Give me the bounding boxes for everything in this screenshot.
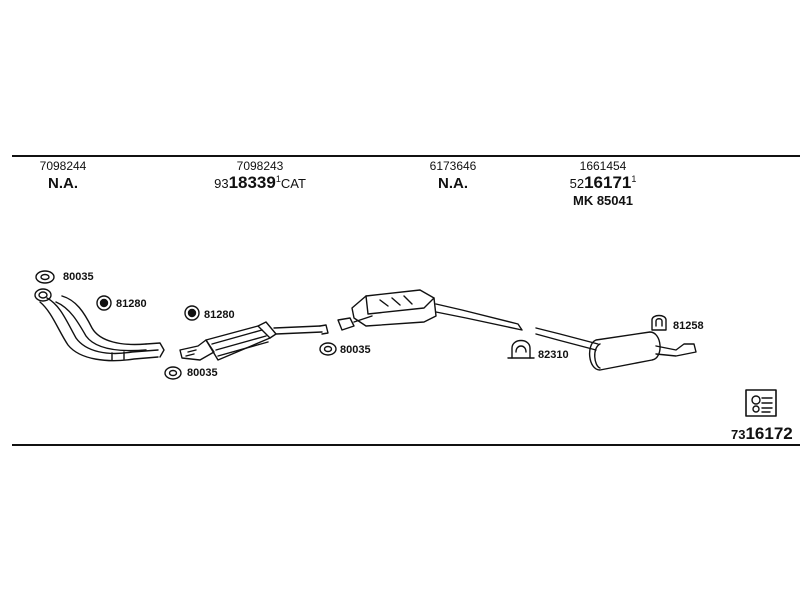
part-number: 1661454 — [579, 159, 627, 173]
fitting-label: 80035 — [340, 344, 371, 356]
gasket-icon — [35, 270, 55, 284]
top-rule — [12, 155, 800, 157]
fitting-label: 80035 — [63, 271, 94, 283]
part-status: N.A. — [48, 174, 78, 192]
fitting-label: 81280 — [204, 309, 235, 321]
part-header-rear-silencer: 1661454 52161711 MK 85041 — [548, 160, 658, 208]
rubber-mount-icon — [651, 314, 667, 331]
bottom-rule — [12, 444, 800, 446]
rubber-mount-icon — [96, 295, 112, 311]
fitting-label: 81280 — [116, 298, 147, 310]
front-pipe-icon — [34, 288, 165, 362]
brand-logo-icon — [745, 389, 777, 417]
part-number: 7098244 — [39, 159, 87, 173]
part-header-middle-silencer: 6173646 N.A. — [418, 160, 488, 191]
part-header-catalyst: 7098243 93183391CAT — [200, 160, 320, 191]
catalyst-icon — [179, 321, 329, 361]
part-header-front-pipe: 7098244 N.A. — [28, 160, 98, 191]
document-number: 7316172 — [731, 424, 793, 443]
rear-silencer-icon — [535, 327, 697, 371]
clamp-icon — [507, 339, 535, 359]
gasket-icon — [319, 342, 337, 356]
fitting-label: 82310 — [538, 349, 569, 361]
part-code: 93183391CAT — [214, 172, 306, 192]
fitting-label: 80035 — [187, 367, 218, 379]
part-number: 7098243 — [236, 159, 284, 173]
part-number: 6173646 — [429, 159, 477, 173]
part-code: 52161711 — [569, 172, 637, 192]
fitting-label: 81258 — [673, 320, 704, 332]
gasket-icon — [164, 366, 182, 380]
rubber-mount-icon — [184, 305, 200, 321]
middle-silencer-icon — [337, 289, 523, 331]
mounting-kit: MK 85041 — [573, 193, 633, 209]
part-status: N.A. — [438, 174, 468, 192]
